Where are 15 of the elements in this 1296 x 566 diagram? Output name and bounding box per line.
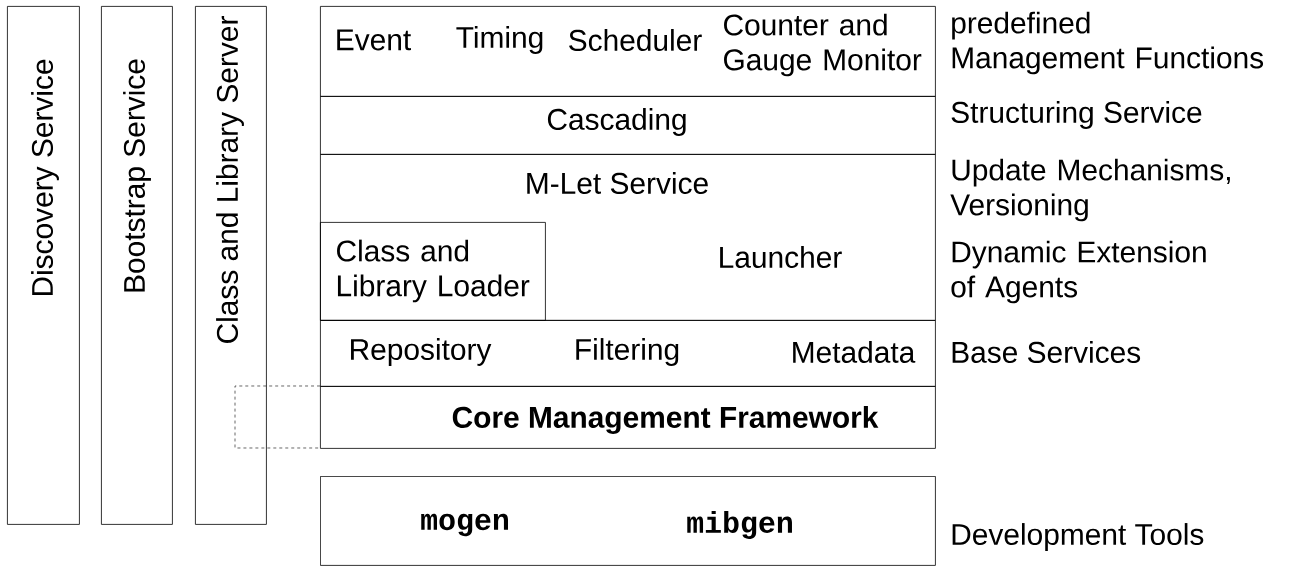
layer-box: Cascading [320,96,936,155]
layer-box: Core Management Framework [234,385,936,449]
layer-label: Development Tools [952,523,1204,551]
inner-box: Class and Library Loader [320,222,546,321]
layer-box: Event Timing Scheduler Counter and Gauge Monitor [320,6,936,97]
layer-label: Update Mechanisms, Versioning [950,158,1230,222]
layer-box: Repository Filtering Metadata [320,320,936,387]
column-box: Class and Library Server [195,6,267,525]
layer-label: Dynamic Extension of Agents [951,240,1206,304]
layer-label: Structuring Service [951,101,1202,129]
tools-box: mogen mibgen [320,476,936,566]
layer-label: predefined Management Functions [952,11,1264,75]
column-box: Bootstrap Service [101,6,173,525]
column-box: Discovery Service [7,6,80,525]
layer-label: Base Services [952,341,1141,363]
